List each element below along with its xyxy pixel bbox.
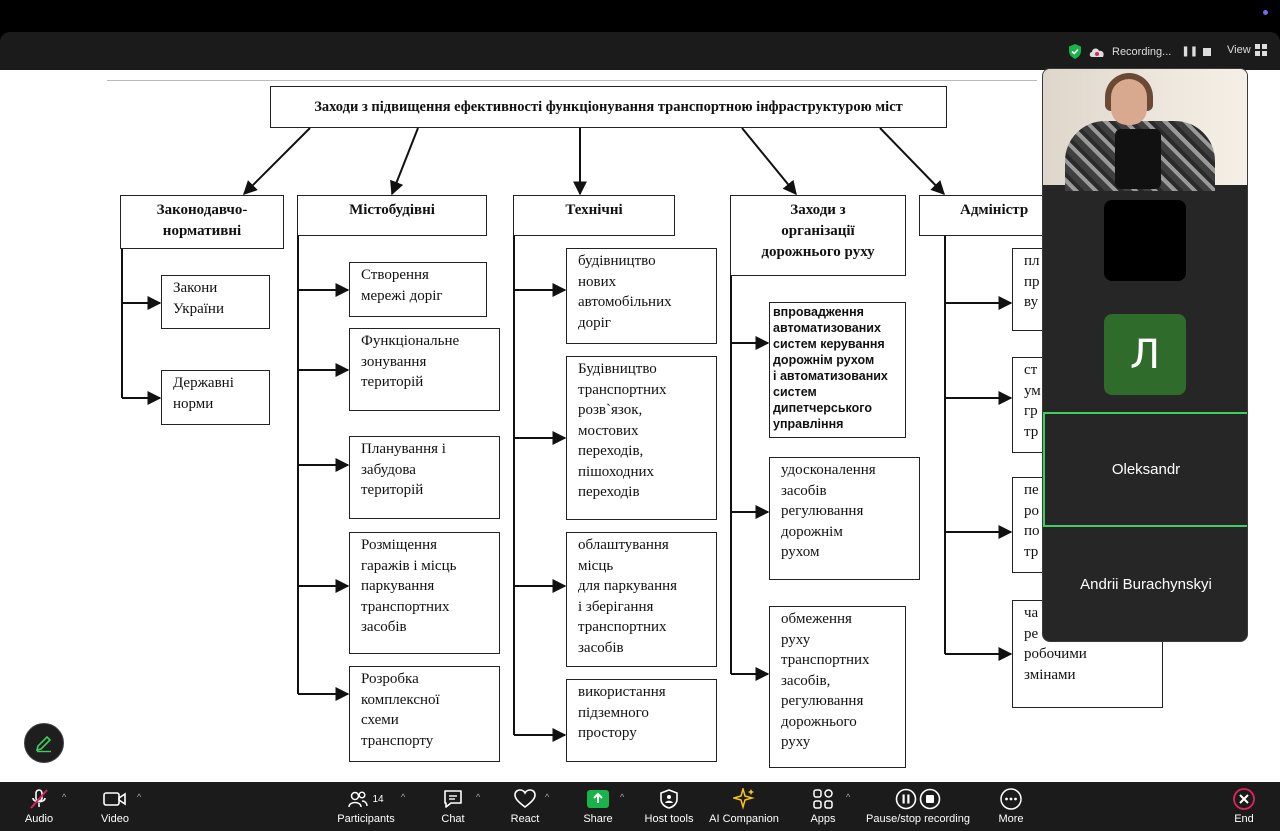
video-button[interactable]: Video: [96, 782, 134, 831]
heart-icon: [514, 789, 536, 809]
cloud-recording-icon: [1089, 47, 1104, 57]
urban-item-4: Розміщення гаражів і місць паркування тр…: [349, 532, 500, 654]
category-technical: Технічні: [513, 195, 675, 236]
pause-recording-icon[interactable]: ❚❚: [1181, 46, 1199, 57]
connector-lines: [121, 127, 1013, 742]
share-screen-icon: [587, 790, 609, 808]
traffic-item-3: обмеження руху транспортних засобів, рег…: [769, 606, 906, 768]
chat-bubble-icon: [444, 790, 462, 808]
host-tools-button[interactable]: Host tools: [644, 782, 694, 831]
traffic-item-1: впровадження автоматизованих систем керу…: [769, 302, 906, 438]
view-button[interactable]: View: [1227, 44, 1267, 56]
audio-label: Audio: [24, 813, 54, 825]
category-legal: Законодавчо- нормативні: [120, 195, 284, 249]
apps-grid-icon: [813, 789, 833, 809]
urban-item-5: Розробка комплексної схеми транспорту: [349, 666, 500, 762]
category-traffic: Заходи з організації дорожнього руху: [730, 195, 906, 276]
technical-item-2: Будівництво транспортних розв`язок, мост…: [566, 356, 717, 520]
video-person-face: [1111, 79, 1147, 125]
participants-count: 14: [372, 793, 384, 805]
technical-item-3: облаштування місць для паркування і збер…: [566, 532, 717, 667]
urban-item-3: Планування і забудова територій: [349, 436, 500, 519]
host-tools-label: Host tools: [644, 813, 694, 825]
camera-icon: [103, 792, 126, 806]
participant-tile-video-off[interactable]: [1104, 200, 1186, 281]
chat-label: Chat: [441, 813, 465, 825]
stop-recording-icon[interactable]: [1203, 48, 1212, 56]
chat-button[interactable]: Chat: [436, 782, 470, 831]
participant-avatar[interactable]: Л: [1104, 314, 1186, 395]
meeting-header: [0, 32, 1280, 70]
participant-name: Andrii Burachynskyi: [1080, 576, 1212, 593]
os-top-bar: [0, 0, 1280, 32]
urban-item-2: Функціональне зонування територій: [349, 328, 500, 411]
end-close-icon: [1233, 788, 1255, 810]
category-admin: Адміністр: [919, 195, 1043, 236]
recording-indicator[interactable]: Recording... ❚❚: [1068, 44, 1212, 59]
participant-name: Oleksandr: [1111, 461, 1181, 478]
participants-button[interactable]: 14 Participants: [334, 782, 398, 831]
technical-item-4: використання підземного простору: [566, 679, 717, 762]
technical-item-1: будівництво нових автомобільних доріг: [566, 248, 717, 344]
share-button[interactable]: Share: [581, 782, 615, 831]
diagram-title: Заходи з підвищення ефективності функціо…: [270, 86, 947, 128]
participants-icon: [348, 791, 369, 808]
apps-options-chevron-icon[interactable]: ^: [846, 792, 851, 802]
sparkle-icon: [733, 788, 755, 810]
ai-companion-button[interactable]: AI Companion: [709, 782, 779, 831]
grid-view-icon: [1254, 44, 1267, 56]
share-options-chevron-icon[interactable]: ^: [620, 792, 625, 802]
video-person-shirt: [1115, 129, 1161, 189]
meeting-toolbar: Audio ^ Video ^ 14 Participants ^ Chat ^…: [0, 782, 1280, 831]
pause-stop-icon: [895, 788, 941, 810]
pause-stop-recording-button[interactable]: Pause/stop recording: [866, 782, 970, 831]
pause-stop-recording-label: Pause/stop recording: [866, 813, 970, 825]
traffic-item-2: удосконалення засобів регулювання дорожн…: [769, 457, 920, 580]
view-label: View: [1227, 44, 1251, 56]
more-dots-icon: [1000, 788, 1022, 810]
legal-item-norms: Державні норми: [161, 370, 270, 425]
apps-label: Apps: [810, 813, 836, 825]
participants-options-chevron-icon[interactable]: ^: [401, 792, 406, 802]
apps-button[interactable]: Apps: [806, 782, 840, 831]
participant-tile-active-speaker[interactable]: Oleksandr: [1043, 412, 1247, 527]
react-options-chevron-icon[interactable]: ^: [545, 792, 550, 802]
status-dot: [1263, 10, 1268, 15]
end-meeting-button[interactable]: End: [1228, 782, 1260, 831]
recording-label: Recording...: [1112, 45, 1172, 58]
ai-companion-label: AI Companion: [709, 813, 779, 825]
video-options-chevron-icon[interactable]: ^: [137, 792, 142, 802]
microphone-muted-icon: [30, 789, 48, 809]
page-edge: [107, 80, 1037, 81]
share-label: Share: [583, 813, 613, 825]
shield-icon: [660, 789, 678, 809]
more-label: More: [998, 813, 1024, 825]
urban-item-1: Створення мережі доріг: [349, 262, 487, 317]
annotate-button[interactable]: [24, 723, 64, 763]
legal-item-laws: Закони України: [161, 275, 270, 329]
react-button[interactable]: React: [508, 782, 542, 831]
participants-video-panel[interactable]: Л Oleksandr Andrii Burachynskyi: [1042, 68, 1248, 642]
participant-video[interactable]: [1043, 69, 1247, 191]
audio-options-chevron-icon[interactable]: ^: [62, 792, 67, 802]
more-button[interactable]: More: [994, 782, 1028, 831]
security-shield-icon: [1069, 44, 1081, 59]
video-label: Video: [101, 813, 129, 825]
category-urban: Містобудівні: [297, 195, 487, 236]
end-label: End: [1234, 813, 1254, 825]
pencil-icon: [35, 735, 52, 753]
participants-label: Participants: [337, 813, 395, 825]
react-label: React: [510, 813, 540, 825]
participant-tile[interactable]: Andrii Burachynskyi: [1043, 527, 1247, 641]
chat-options-chevron-icon[interactable]: ^: [476, 792, 481, 802]
audio-button[interactable]: Audio: [20, 782, 58, 831]
